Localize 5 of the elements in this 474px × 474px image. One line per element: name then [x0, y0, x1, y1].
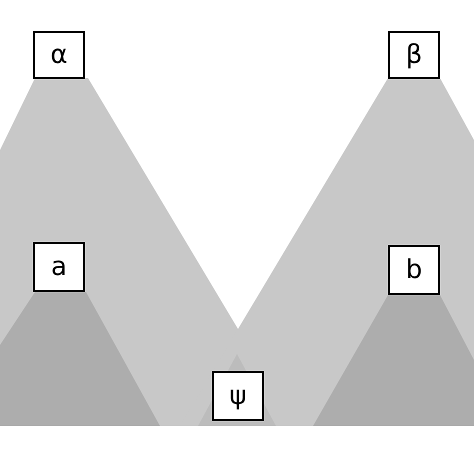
symbol-box: ψ [212, 371, 264, 421]
symbol-box: α [33, 31, 85, 79]
symbol-box: b [388, 245, 440, 295]
symbol-box: a [33, 242, 85, 292]
symbol-box: β [388, 31, 440, 79]
